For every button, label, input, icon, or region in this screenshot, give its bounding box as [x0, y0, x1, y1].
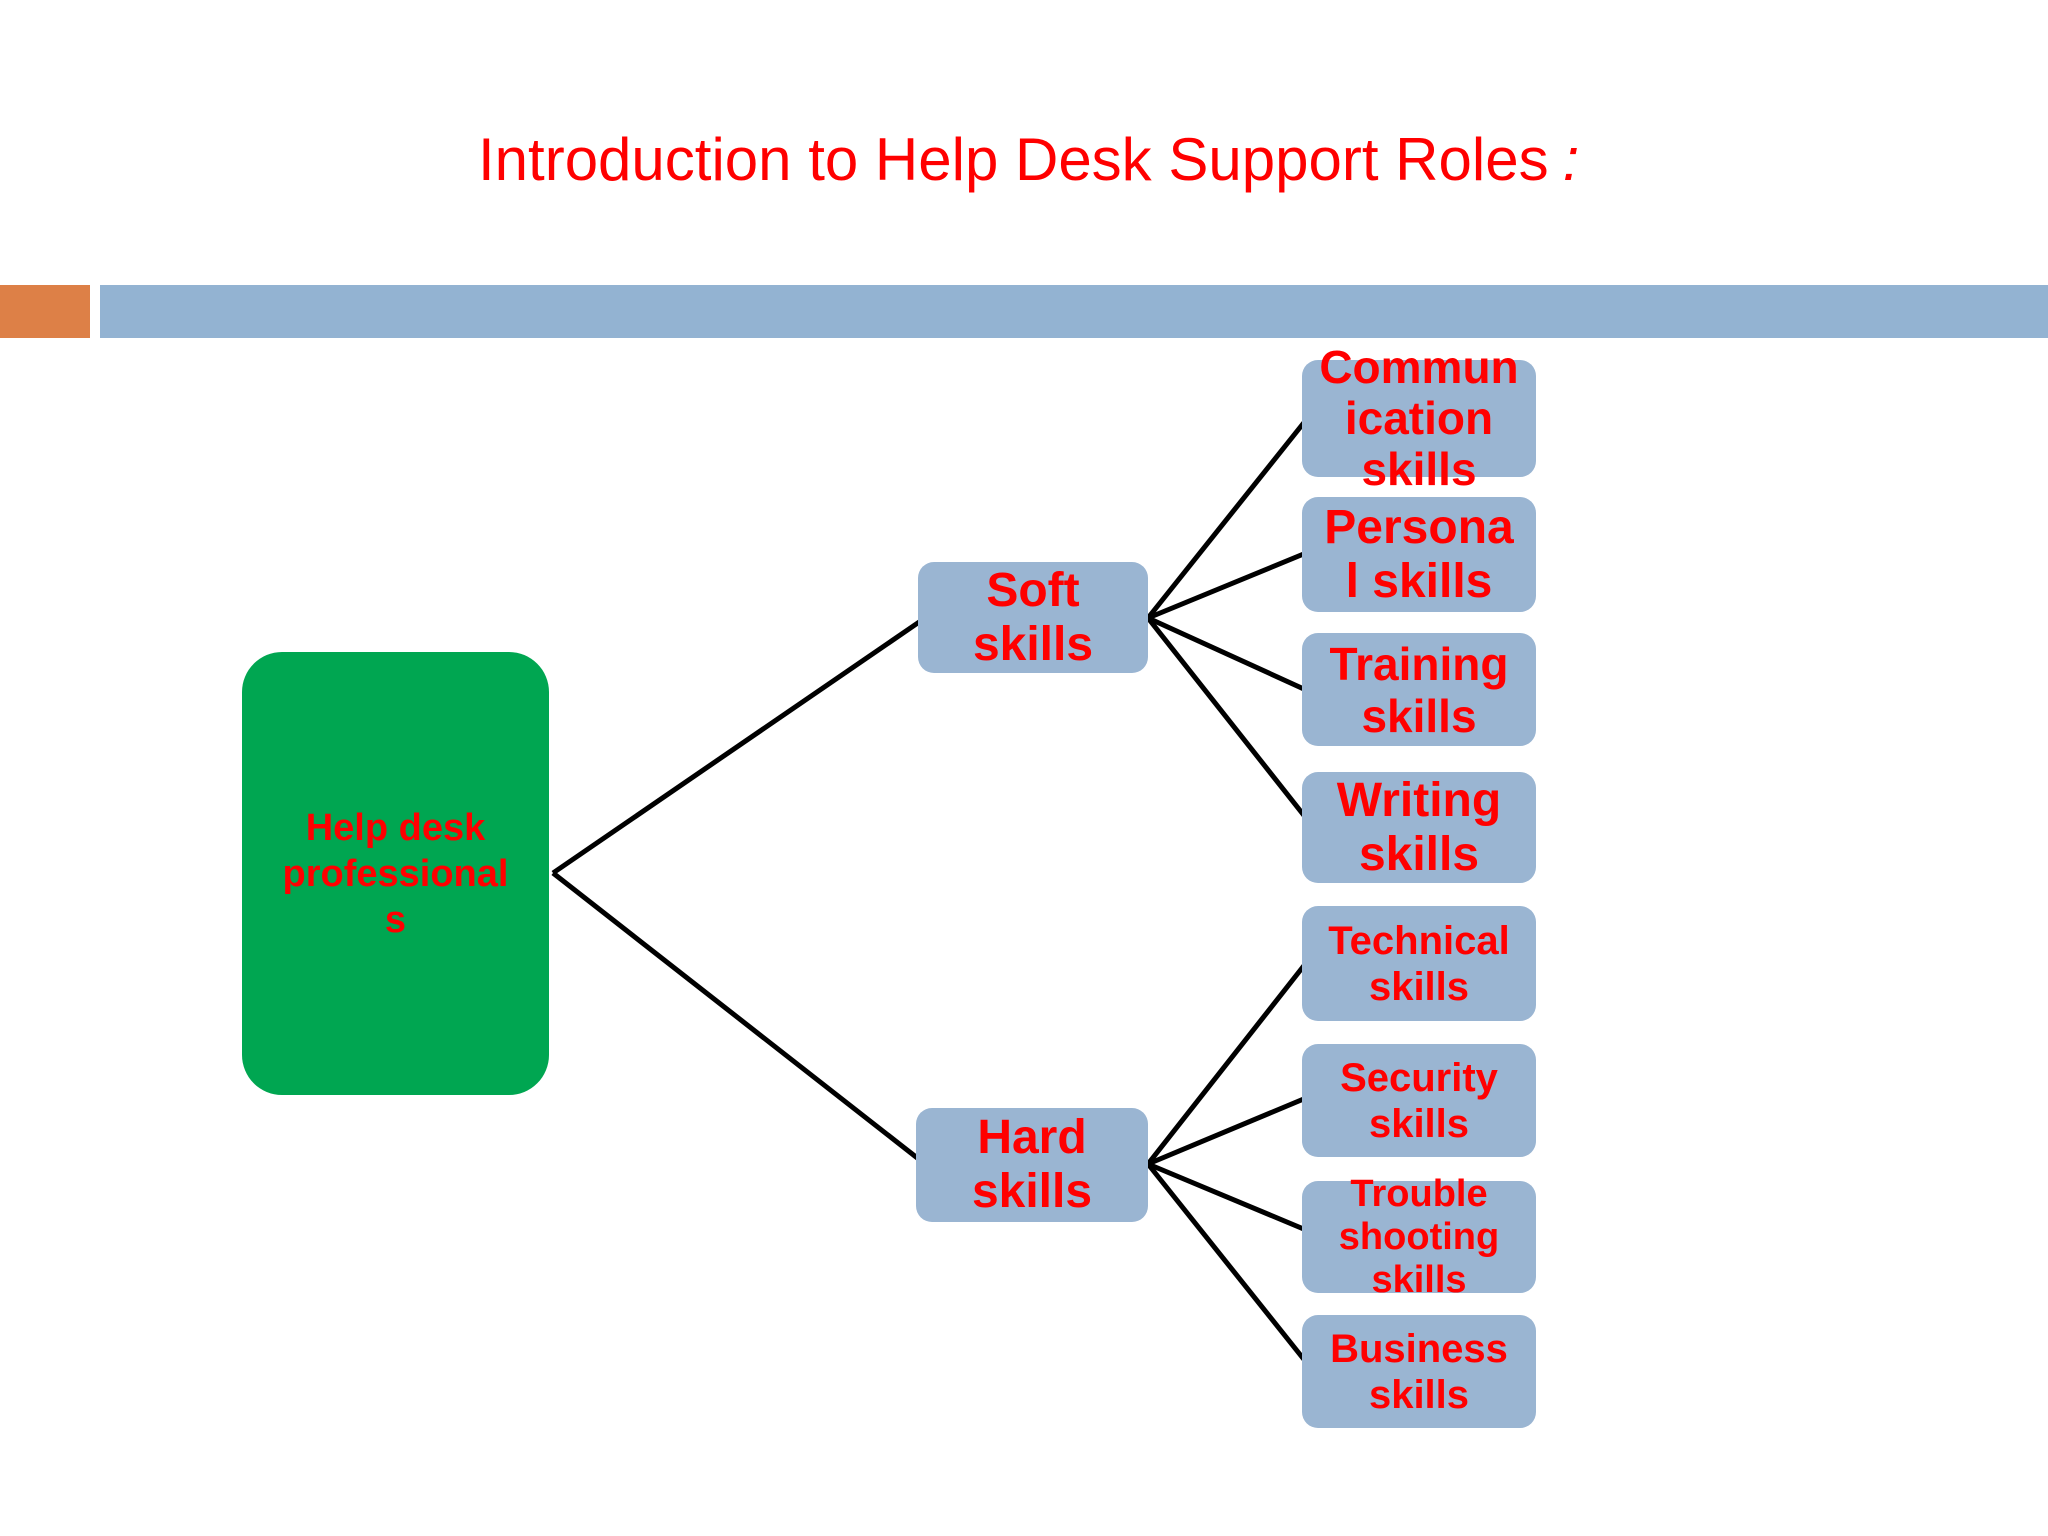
connector-root-soft	[551, 615, 927, 876]
connector-soft-writing	[1146, 616, 1308, 820]
slide-title-colon: :	[1562, 126, 1580, 193]
connector-soft-personal	[1147, 550, 1307, 621]
connector-soft-communication	[1146, 418, 1308, 620]
connector-hard-business	[1146, 1162, 1308, 1364]
slide-title: Introduction to Help Desk Support Roles:	[478, 128, 1579, 192]
connector-hard-trouble	[1147, 1161, 1307, 1233]
slide-title-text: Introduction to Help Desk Support Roles	[478, 126, 1549, 193]
connector-hard-technical	[1146, 961, 1308, 1166]
accent-bar-blue	[100, 285, 2048, 338]
connector-soft-training	[1146, 615, 1308, 693]
connector-root-hard	[551, 871, 927, 1166]
connector-hard-security	[1147, 1095, 1307, 1167]
accent-bar-orange	[0, 285, 90, 338]
